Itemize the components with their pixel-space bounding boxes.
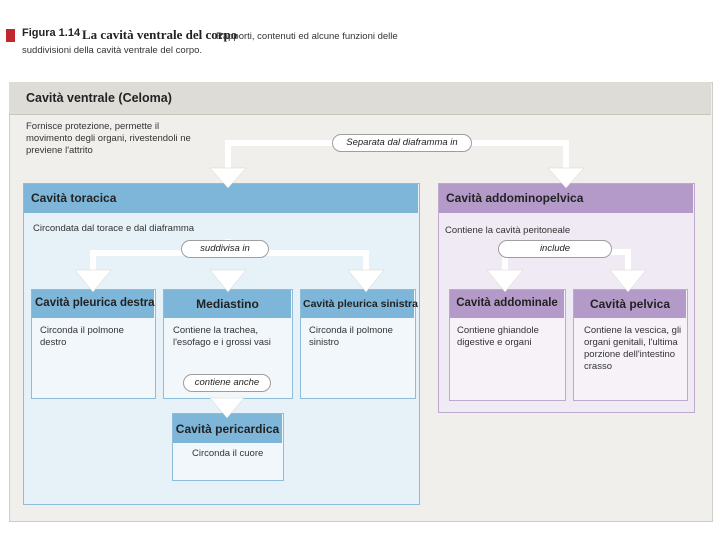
- abdominal-cavity-title: Cavità addominale: [456, 297, 558, 309]
- arrowhead-pelvic: [609, 269, 647, 293]
- figure-caption-line1: Rapporti, contenuti ed alcune funzioni d…: [216, 31, 398, 42]
- thoracic-cavity-header: [24, 184, 418, 213]
- figure-marker: [6, 29, 15, 42]
- abdominopelvic-cavity-description: Contiene la cavità peritoneale: [445, 225, 571, 236]
- pericardial-cavity-header: [173, 414, 282, 443]
- arrowhead-right-pleural: [74, 269, 112, 293]
- arrowhead-abdominopelvic: [547, 167, 585, 189]
- figure-title: La cavità ventrale del corpo: [82, 27, 238, 42]
- right-pleural-cavity-title: Cavità pleurica destra: [35, 297, 155, 309]
- right-pleural-cavity-description: Circonda il polmone destro: [40, 325, 124, 348]
- thoracic-connector-label: suddivisa in: [181, 240, 269, 258]
- arrowhead-abdominal: [486, 269, 524, 293]
- thoracic-cavity-description: Circondata dal torace e dal diaframma: [33, 223, 195, 234]
- arrowhead-left-pleural: [347, 269, 385, 293]
- left-pleural-cavity-header: [301, 290, 414, 318]
- abdominopelvic-cavity-header: [439, 184, 693, 213]
- thoracic-cavity-title: Cavità toracica: [31, 191, 117, 205]
- left-pleural-cavity-description: Circonda il polmone sinistro: [309, 325, 393, 348]
- mediastinum-connector-label: contiene anche: [183, 374, 271, 392]
- figure-label: Figura 1.14: [22, 27, 81, 39]
- pelvic-cavity-header: [574, 290, 686, 318]
- ventral-cavity-header: [9, 82, 711, 115]
- pericardial-cavity-title: Cavità pericardica: [175, 422, 280, 436]
- pelvic-cavity-title: Cavità pelvica: [589, 297, 671, 311]
- arrowhead-pericardial: [209, 397, 245, 419]
- pelvic-cavity-description: Contiene la vescica, gli organi genitali…: [584, 325, 682, 372]
- mediastinum-title: Mediastino: [196, 297, 259, 311]
- pericardial-cavity-description: Circonda il cuore: [192, 448, 264, 459]
- abdominal-cavity-header: [450, 290, 564, 318]
- ventral-connector-label: Separata dal diaframma in: [332, 134, 472, 152]
- arrowhead-thoracic: [209, 167, 247, 189]
- abdominopelvic-connector-label: include: [498, 240, 612, 258]
- abdominal-cavity-description: Contiene ghiandole digestive e organi: [457, 325, 539, 348]
- abdominopelvic-cavity-title: Cavità addominopelvica: [446, 191, 584, 205]
- right-pleural-cavity-header: [32, 290, 154, 318]
- left-pleural-cavity-title: Cavità pleurica sinistra: [303, 298, 418, 310]
- mediastinum-header: [164, 290, 291, 318]
- arrowhead-mediastinum: [209, 269, 247, 293]
- mediastinum-description: Contiene la trachea, l'esofago e i gross…: [173, 325, 271, 348]
- ventral-cavity-description: Fornisce protezione, permette il movimen…: [26, 121, 191, 156]
- figure-caption-line2: suddivisioni della cavità ventrale del c…: [22, 45, 203, 56]
- ventral-cavity-title: Cavità ventrale (Celoma): [26, 91, 172, 105]
